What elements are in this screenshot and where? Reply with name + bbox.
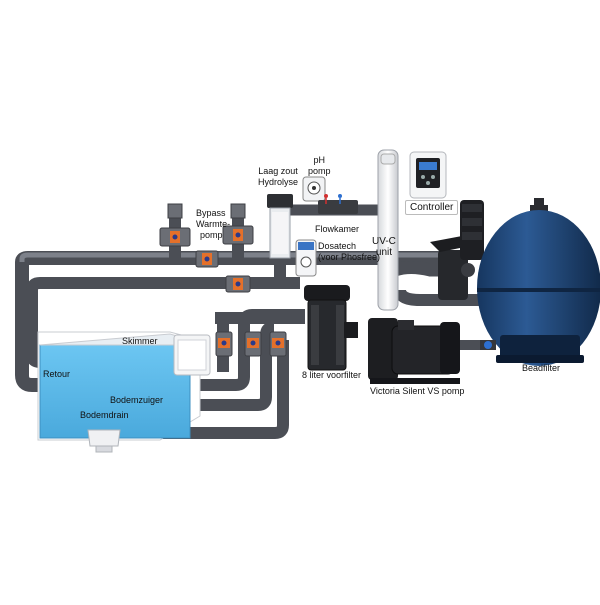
label-skimmer: Skimmer: [122, 336, 158, 346]
label-voorfilter: 8 liter voorfilter: [302, 370, 362, 380]
valve-suction-3: [269, 331, 287, 357]
label-pomp-line2: pomp: [308, 166, 331, 176]
beadfilter-tank: [477, 198, 600, 366]
controller-device: [409, 151, 447, 199]
label-bodemzuiger: Bodemzuiger: [110, 395, 164, 405]
label-ph-pomp: pH pomp: [308, 155, 331, 177]
label-ph-line1: pH: [313, 155, 326, 165]
valve-suction-2: [244, 331, 262, 357]
valves: [159, 203, 287, 357]
voorfilter: [304, 285, 358, 371]
label-unit-line2: unit: [375, 247, 393, 258]
uvc-unit: [377, 149, 399, 311]
pipe-left-vertical: [15, 262, 42, 392]
label-bypass: Bypass Warmte- pomp: [196, 208, 230, 241]
pipe-bodemdrain-line: [110, 340, 289, 439]
valve-bypass-top-right: [222, 203, 254, 245]
dosatech-pump: [295, 239, 317, 277]
label-dosatech-line1: Dosatech: [318, 241, 357, 251]
label-uvc: UV-C unit: [372, 236, 396, 258]
vs-pump: [368, 318, 460, 384]
flow-column: [460, 200, 484, 260]
bodemdrain-part: [87, 429, 121, 447]
label-pomp-line3: pomp: [200, 230, 223, 240]
valve-second-line: [225, 275, 251, 293]
valve-suction-1: [215, 331, 233, 357]
label-retour: Retour: [43, 369, 71, 379]
pipe-second-loop: [26, 277, 300, 291]
ph-pump: [302, 176, 358, 214]
label-laag-zout-line1: Laag zout: [258, 166, 298, 176]
label-warmte-line2: Warmte-: [196, 219, 231, 229]
label-flowkamer: Flowkamer: [315, 224, 360, 234]
label-controller: Controller: [405, 200, 459, 215]
label-beadfilter: Beadfilter: [522, 363, 561, 373]
label-pump-name: Victoria Silent VS pomp: [370, 386, 465, 396]
pipe-filter-out: [394, 289, 480, 306]
pipe-bodemzuiger-line: [160, 321, 275, 411]
valve-top-line: [195, 250, 219, 268]
label-dosatech: Dosatech (voor Phosfree): [318, 241, 380, 263]
hydrolyse-cell: [267, 194, 293, 259]
label-laag-zout: Laag zout Hydrolyse: [258, 166, 298, 188]
pool: [37, 331, 211, 453]
label-bodemdrain: Bodemdrain: [80, 410, 129, 420]
label-voor-phosfree-line2: (voor Phosfree): [318, 252, 381, 262]
valve-bypass-top-left: [159, 203, 191, 247]
label-bypass-line1: Bypass: [196, 208, 226, 218]
label-uvc-line1: UV-C: [372, 236, 396, 247]
label-hydrolyse-line2: Hydrolyse: [258, 177, 299, 187]
